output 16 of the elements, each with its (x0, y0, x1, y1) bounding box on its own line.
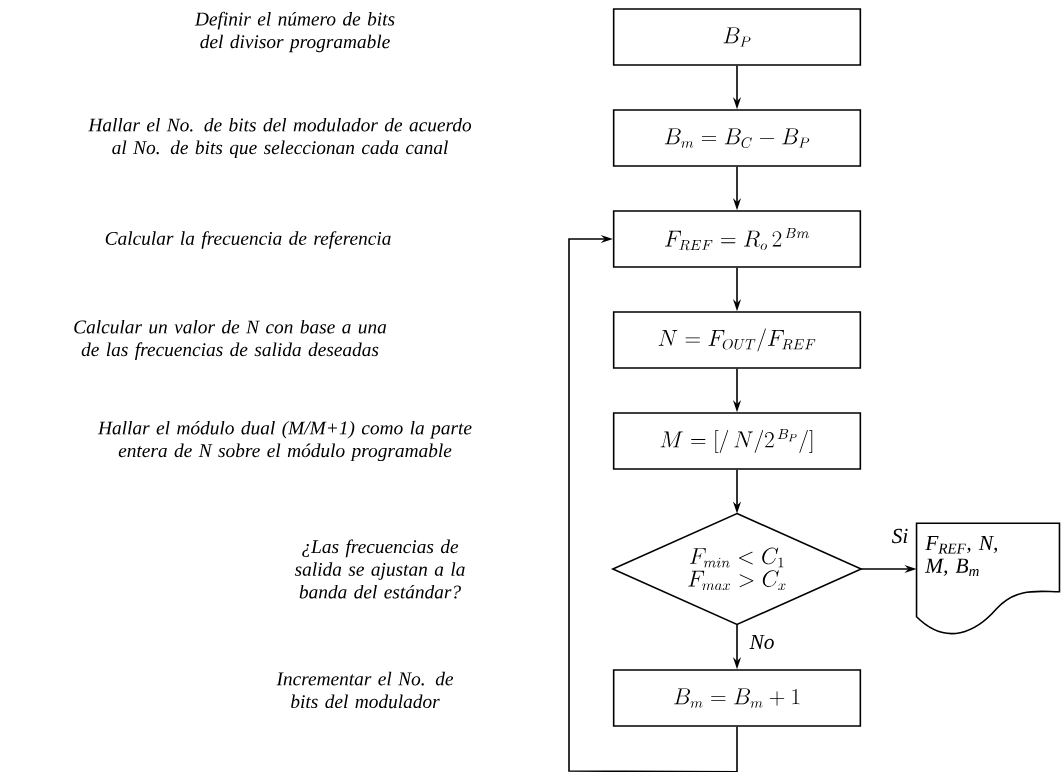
step-description: Hallar el módulo dual (M/M+1) como la parte entera de N sobre el módulo programable (97, 420, 472, 462)
process-box: $B_m = B_m + 1$ (612, 669, 862, 727)
step-description: Hallar el No. de bits del modulador de acuerdo al No. de bits que seleccionan cada canal (88, 117, 472, 159)
edge-label: No (748, 633, 776, 651)
step-description: ¿Las frecuencias de salida se ajustan a la banda del estándar? (294, 539, 465, 599)
step-description: Incrementar el No. de bits del modulador (276, 671, 454, 709)
step-description: Definir el número de bits del divisor programable (194, 11, 395, 53)
process-box: $B_m = B_C - B_P$ (612, 109, 862, 167)
step-description: Calcular la frecuencia de referencia (105, 231, 391, 249)
arrow (568, 234, 738, 772)
process-box: $M = [/\, N / 2^{\,B_P} /]$ (612, 412, 862, 470)
process-box: $N = F_{OUT} / F_{REF}$ (612, 311, 862, 369)
step-description: Calcular un valor de N con base a una de las frecuencias de salida deseadas (74, 319, 387, 361)
process-box: $B_P$ (612, 8, 862, 66)
edge-label: Si (890, 527, 910, 545)
process-box: $F_{REF} = R_o\, 2^{\,Bm}$ (612, 210, 862, 268)
